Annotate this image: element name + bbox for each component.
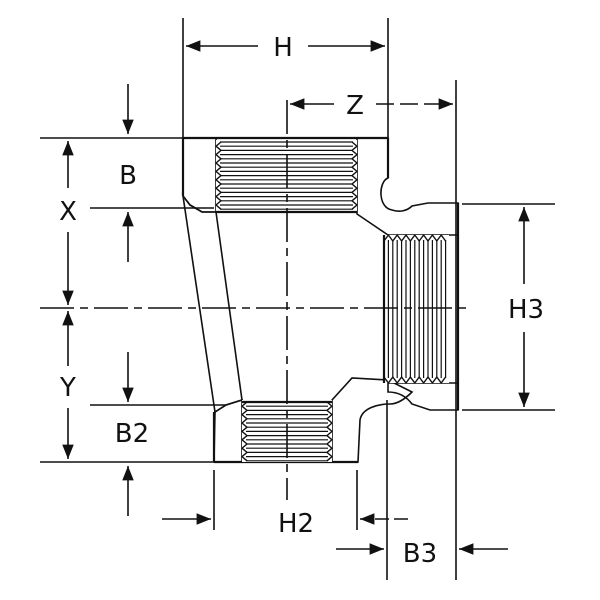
thread-teeth	[350, 141, 359, 210]
label-h2: H2	[278, 509, 314, 539]
label-y: Y	[59, 373, 76, 403]
wall-bottom-left	[213, 398, 243, 463]
thread-teeth	[383, 375, 447, 385]
thread-teeth	[383, 233, 447, 243]
wall-bottom-right	[331, 377, 414, 463]
extension-lines	[40, 18, 555, 580]
label-b: B	[119, 161, 137, 191]
label-b2: B2	[115, 419, 149, 449]
thread-teeth	[214, 141, 223, 210]
wall-left-taper	[181, 193, 243, 414]
thread-teeth	[240, 401, 249, 462]
label-b3: B3	[403, 539, 437, 569]
label-z: Z	[346, 91, 364, 121]
label-h3: H3	[508, 295, 544, 325]
wall-top-right	[356, 137, 459, 236]
label-h: H	[273, 33, 293, 63]
thread-side-port	[382, 233, 449, 385]
wall-top-left	[182, 137, 217, 213]
fitting-body	[181, 136, 460, 464]
center-lines	[40, 100, 470, 500]
thread-teeth	[325, 401, 334, 462]
label-x: X	[59, 197, 77, 227]
wall-right-lower	[387, 382, 459, 411]
